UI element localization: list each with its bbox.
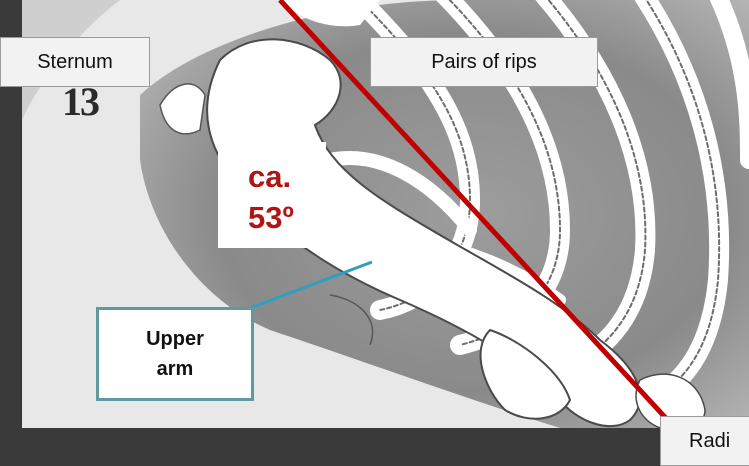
upper-arm-label-line2: arm	[146, 354, 204, 384]
sternum-label-text: Sternum	[37, 51, 113, 74]
angle-label-line2: 53º	[248, 197, 326, 238]
radius-label: Radi	[660, 416, 749, 466]
sternum-label: Sternum	[0, 37, 150, 87]
upper-arm-label-line1: Upper	[146, 324, 204, 354]
angle-label-line1: ca.	[248, 156, 326, 197]
upper-arm-label: Upper arm	[96, 307, 254, 401]
ribs-label: Pairs of rips	[370, 37, 598, 87]
angle-label: ca. 53º	[218, 142, 326, 248]
ribs-label-text: Pairs of rips	[431, 51, 537, 74]
radius-label-text: Radi	[689, 430, 730, 453]
